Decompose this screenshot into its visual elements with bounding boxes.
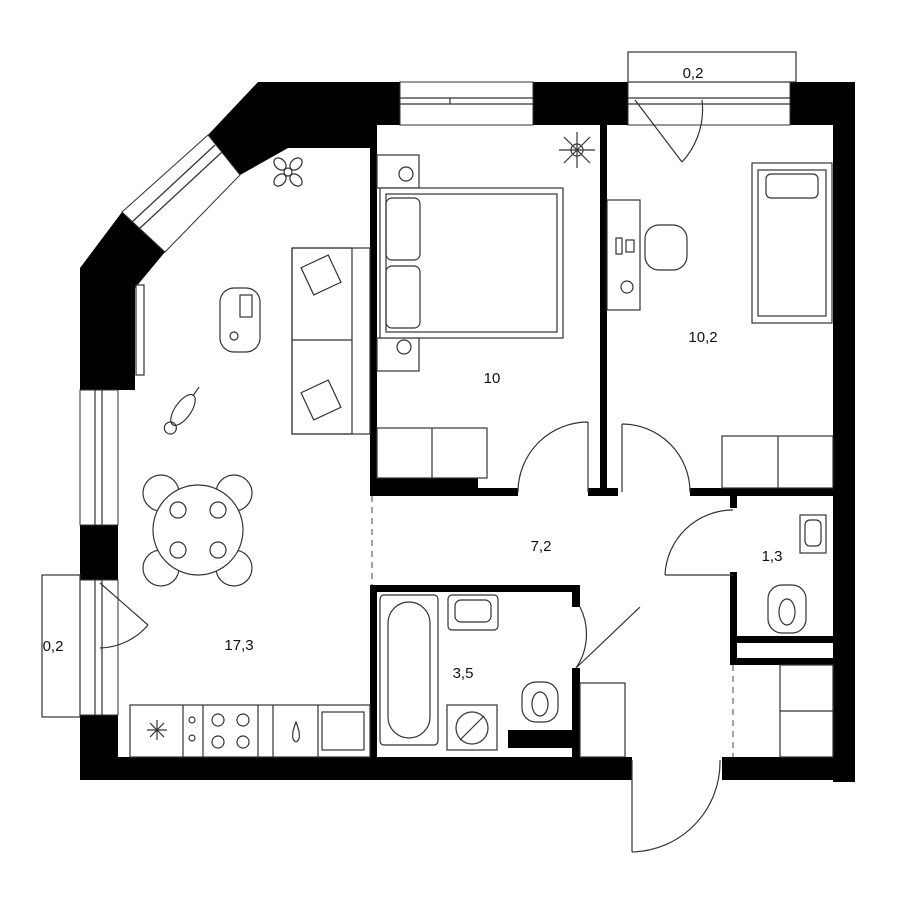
wall-right	[833, 82, 855, 782]
wall-room-bottom	[690, 488, 833, 496]
wall-bath-niche	[508, 730, 572, 748]
area-label-bathroom: 3,5	[453, 665, 474, 682]
wall-toilet-left-lower	[730, 572, 737, 664]
windows	[79, 81, 791, 716]
wall-bottom-right	[722, 757, 855, 780]
wall-diagonal-lower	[80, 212, 165, 390]
drop-icon	[292, 720, 300, 743]
area-label-room: 10,2	[688, 329, 717, 346]
desk	[606, 199, 641, 311]
balcony-top	[627, 51, 797, 83]
snowflake-icon	[147, 720, 167, 740]
flower-icon	[559, 132, 595, 168]
wall-between-rooms	[600, 125, 607, 490]
wall-toilet-shelf	[730, 658, 833, 665]
chair	[644, 224, 688, 271]
area-labels: 0,2 10 10,2 7,2 1,3 3,5 17,3 0,2	[43, 65, 783, 682]
toilet-sink	[799, 514, 827, 554]
wall-bedroom-left	[370, 125, 377, 480]
tv-icon	[135, 284, 145, 376]
area-label-toilet: 1,3	[762, 548, 783, 565]
bathtub	[379, 594, 439, 746]
wall-bath-top	[370, 585, 580, 592]
bathroom-fixtures	[379, 514, 834, 758]
bath-sink	[447, 594, 499, 631]
toilet-bowl	[767, 584, 807, 634]
dining-table	[142, 474, 253, 587]
hall-shelf	[579, 682, 626, 758]
wall-left-mid	[80, 525, 118, 580]
walls	[80, 82, 855, 782]
plant-icon	[273, 157, 303, 187]
double-bed	[379, 187, 564, 339]
wall-diagonal-upper	[208, 82, 400, 175]
wall-bath-right	[572, 668, 580, 758]
wall-bottom-left	[80, 757, 632, 780]
living-furniture	[129, 157, 371, 758]
window-left-lower	[79, 579, 119, 716]
sink-icon	[321, 711, 365, 751]
area-label-hallway: 7,2	[531, 538, 552, 555]
wall-bedroom-bottom-stub	[478, 488, 518, 496]
kitchen-counter	[129, 704, 371, 758]
stove-icon	[211, 713, 250, 749]
dog-icon	[163, 386, 200, 435]
wall-between-rooms-base	[588, 488, 618, 496]
area-label-balcony-top: 0,2	[683, 65, 704, 82]
doors	[99, 99, 734, 853]
room-furniture	[606, 162, 834, 489]
area-label-balcony-left: 0,2	[43, 638, 64, 655]
window-left	[79, 389, 119, 526]
wall-toilet-left	[730, 496, 737, 508]
area-label-living: 17,3	[224, 637, 253, 654]
wall-bedroom-bottom	[370, 478, 478, 496]
area-label-bedroom: 10	[484, 370, 501, 387]
window-diagonal	[121, 134, 241, 253]
wall-bath-left	[370, 585, 377, 760]
sofa	[291, 247, 371, 435]
single-bed	[751, 162, 833, 324]
wall-top-middle	[533, 82, 628, 125]
wall-bath-top-stub	[572, 585, 580, 607]
bath-toilet	[521, 681, 559, 723]
bedroom-furniture	[376, 132, 595, 479]
wall-toilet-bottom	[730, 636, 833, 643]
balcony-left	[41, 574, 81, 718]
